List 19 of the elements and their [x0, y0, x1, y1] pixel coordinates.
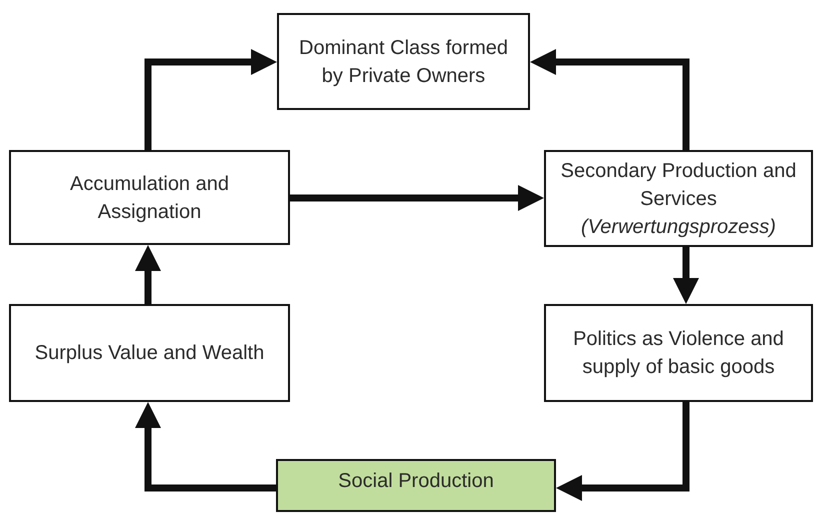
arrow — [556, 402, 690, 501]
box-label: Social Production — [338, 468, 494, 494]
process-box — [9, 304, 290, 402]
arrow — [144, 49, 277, 150]
box-label: Politics as Violence and supply of basic goods — [572, 327, 785, 380]
box-label: Surplus Value and Wealth — [34, 341, 264, 366]
box-label: Dominant Class formed by Private Owners — [298, 36, 509, 88]
arrow — [135, 245, 161, 304]
process-box — [276, 459, 556, 512]
arrow — [673, 247, 699, 304]
box-label: Secondary Production and Services (Verwertungsprozess) — [560, 158, 798, 240]
arrow — [290, 185, 544, 211]
process-box — [544, 304, 813, 402]
process-box — [277, 13, 530, 110]
box-label: Accumulation and Assignation — [69, 172, 230, 224]
process-box — [544, 150, 813, 247]
arrow — [530, 49, 690, 150]
process-box — [9, 150, 290, 245]
arrow — [135, 402, 276, 492]
